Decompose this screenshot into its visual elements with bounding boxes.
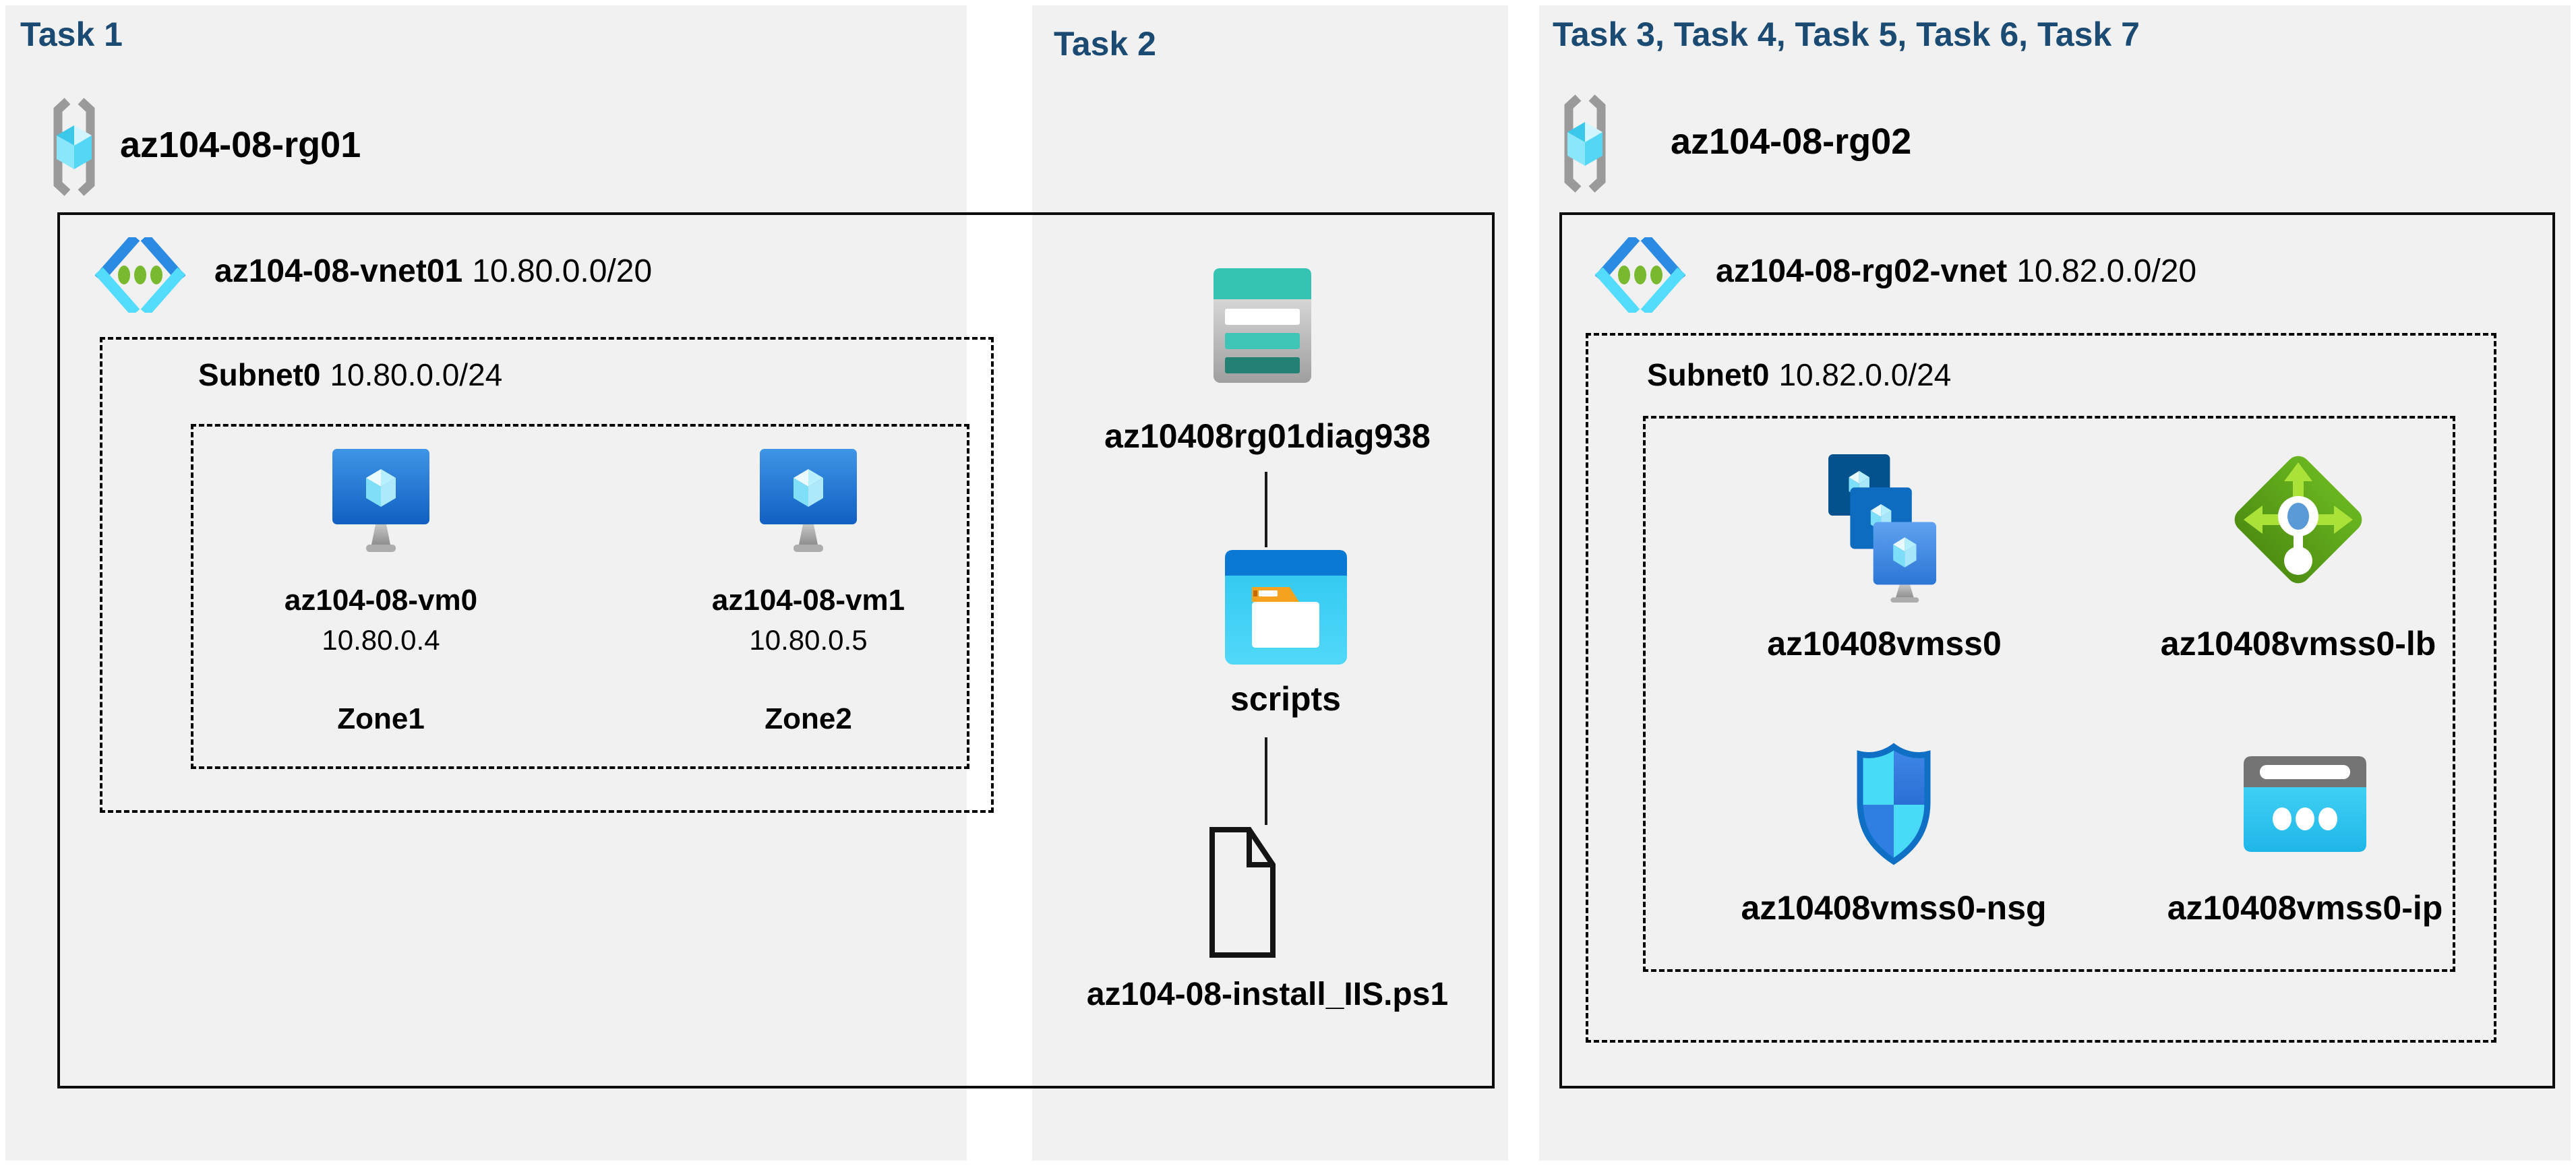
resource-group-icon xyxy=(1553,94,1617,193)
region-box xyxy=(57,212,1495,1088)
nsg-label: az10408vmss0-nsg xyxy=(1741,889,2047,927)
resource-group-box xyxy=(1643,416,2455,972)
script-file-icon xyxy=(1209,826,1276,958)
resource-group-icon xyxy=(42,98,107,196)
region-box xyxy=(1559,212,2555,1088)
connector-line xyxy=(1265,737,1267,825)
subnet-name: Subnet0 xyxy=(1647,357,1770,392)
vnet-name: az104-08-rg02-vnet xyxy=(1716,253,2008,289)
connector-line xyxy=(1265,472,1267,547)
vm-name-label: az104-08-vm0 xyxy=(284,584,478,617)
virtual-machine-icon xyxy=(332,449,429,555)
virtual-machine-icon xyxy=(760,449,857,555)
public-ip-label: az10408vmss0-ip xyxy=(2167,889,2443,927)
panel-task3 xyxy=(1539,5,2571,1161)
subnet-label: Subnet0 10.80.0.0/24 xyxy=(198,357,502,393)
panel-task1 xyxy=(5,5,967,1161)
blob-container-label: scripts xyxy=(1230,680,1341,718)
load-balancer-icon xyxy=(2225,446,2372,593)
task3-title: Task 3, Task 4, Task 5, Task 6, Task 7 xyxy=(1553,16,2140,53)
resource-group-label: az104-08-rg02 xyxy=(1671,121,1912,162)
virtual-network-icon xyxy=(94,237,186,313)
blob-container-icon xyxy=(1225,550,1347,665)
public-ip-icon xyxy=(2244,756,2366,852)
vm-ip-label: 10.80.0.4 xyxy=(322,624,440,656)
vmss-label: az10408vmss0 xyxy=(1767,625,2002,663)
resource-group-label: az104-08-rg01 xyxy=(120,125,361,165)
vm-ip-label: 10.80.0.5 xyxy=(749,624,868,656)
subnet-cidr: 10.82.0.0/24 xyxy=(1778,357,1952,392)
vm-name-label: az104-08-vm1 xyxy=(711,584,905,617)
storage-account-icon xyxy=(1214,268,1311,383)
vm-zone-label: Zone1 xyxy=(337,702,425,735)
subnet-name: Subnet0 xyxy=(198,357,321,392)
vnet-name: az104-08-vnet01 xyxy=(214,253,463,289)
virtual-network-icon xyxy=(1594,237,1686,313)
vm-group-box xyxy=(191,424,969,769)
subnet-box xyxy=(100,337,994,813)
vm-scale-set-icon xyxy=(1828,454,1936,603)
task1-title: Task 1 xyxy=(20,16,123,53)
subnet-cidr: 10.80.0.0/24 xyxy=(330,357,503,392)
vm-zone-label: Zone2 xyxy=(765,702,852,735)
nsg-icon xyxy=(1851,743,1936,865)
script-file-label: az104-08-install_IIS.ps1 xyxy=(1086,977,1449,1012)
task2-title: Task 2 xyxy=(1054,25,1156,63)
vnet-cidr: 10.82.0.0/20 xyxy=(2016,253,2197,289)
vnet-cidr: 10.80.0.0/20 xyxy=(472,253,653,289)
subnet-box xyxy=(1586,333,2496,1043)
load-balancer-label: az10408vmss0-lb xyxy=(2160,625,2436,663)
storage-account-label: az10408rg01diag938 xyxy=(1104,417,1431,455)
